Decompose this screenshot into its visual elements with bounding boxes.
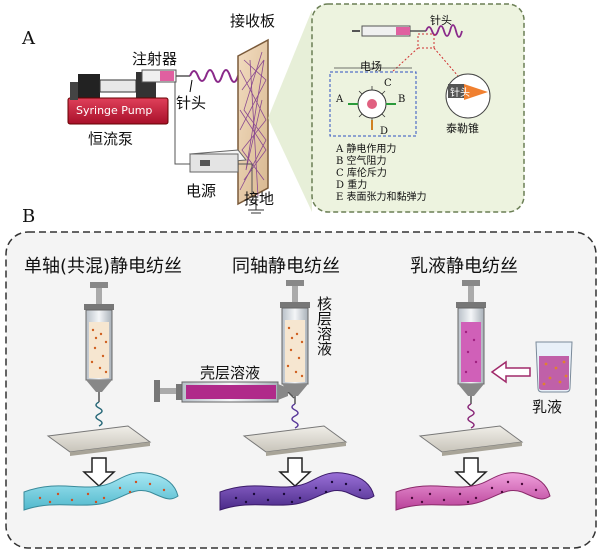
- taylor-cone-diagram: [445, 73, 491, 119]
- method-title-uniaxial: 单轴(共混)静电纺丝: [24, 256, 183, 277]
- jet-coaxial: [291, 403, 299, 429]
- fiber-emulsion: [395, 472, 551, 511]
- collector-label: 接收板: [230, 12, 276, 30]
- fiber-particles-3: [410, 480, 538, 504]
- syringe-coaxial-shell: [154, 380, 295, 403]
- power-supply: [189, 149, 247, 173]
- syringe-label: 注射器: [132, 50, 178, 68]
- fiber-coaxial: [219, 472, 375, 511]
- force-legend-item: A 静电作用力: [336, 144, 397, 155]
- fiber-particles-1: [38, 480, 166, 504]
- emulsion-beaker: [535, 341, 573, 393]
- needle-label: 针头: [176, 94, 207, 112]
- arrow-down-2: [278, 457, 312, 488]
- syringe-emulsion: [456, 280, 486, 404]
- pump-en-label: Syringe Pump: [76, 104, 153, 117]
- method-title-coaxial: 同轴静电纺丝: [232, 256, 340, 277]
- inset-syringe: [352, 25, 426, 37]
- field-box: [329, 71, 417, 137]
- arrow-down-1: [82, 457, 116, 488]
- jet-uniaxial: [95, 401, 103, 427]
- force-legend-item: E 表面张力和黏弹力: [336, 192, 427, 203]
- inset-box: [311, 3, 525, 213]
- collector-plate: [237, 38, 269, 206]
- jet-emulsion: [467, 403, 475, 429]
- taylor-cone-label: 泰勒锥: [446, 122, 479, 135]
- needle-tip-label: 针头: [450, 88, 470, 99]
- syringe-uniaxial: [84, 282, 114, 402]
- force-legend: A 静电作用力 B 空气阻力 C 库伦斥力 D 重力 E 表面张力和黏弹力: [336, 144, 426, 204]
- force-d-label: D: [380, 126, 389, 137]
- force-b-label: B: [398, 94, 406, 105]
- inset-jet: [425, 24, 463, 38]
- fiber-particles-2: [234, 480, 362, 504]
- force-legend-item: C 库伦斥力: [336, 168, 387, 179]
- syringe-a: [141, 69, 190, 83]
- charged-droplet: [348, 86, 396, 130]
- arrow-left-emulsion: [490, 360, 531, 384]
- shell-solution-label: 壳层溶液: [200, 364, 261, 382]
- force-legend-item: B 空气阻力: [336, 156, 387, 167]
- force-legend-item: D 重力: [336, 180, 368, 191]
- ground-label: 接地: [244, 190, 275, 208]
- field-label: 电场: [360, 60, 382, 73]
- core-solution-label: 核层溶液: [315, 296, 333, 356]
- force-c-label: C: [384, 78, 392, 89]
- panel-b-label: B: [22, 206, 36, 227]
- pump-cn-label: 恒流泵: [88, 130, 134, 148]
- power-label: 电源: [186, 182, 217, 200]
- inset-needle-label: 针头: [430, 14, 452, 27]
- arrow-down-3: [454, 457, 488, 488]
- emulsion-label: 乳液: [532, 398, 563, 416]
- force-a-label: A: [336, 94, 344, 105]
- syringe-coaxial-core: [280, 280, 310, 404]
- panel-a-label: A: [22, 28, 35, 49]
- fiber-uniaxial: [23, 472, 179, 511]
- method-title-emulsion: 乳液静电纺丝: [410, 256, 518, 277]
